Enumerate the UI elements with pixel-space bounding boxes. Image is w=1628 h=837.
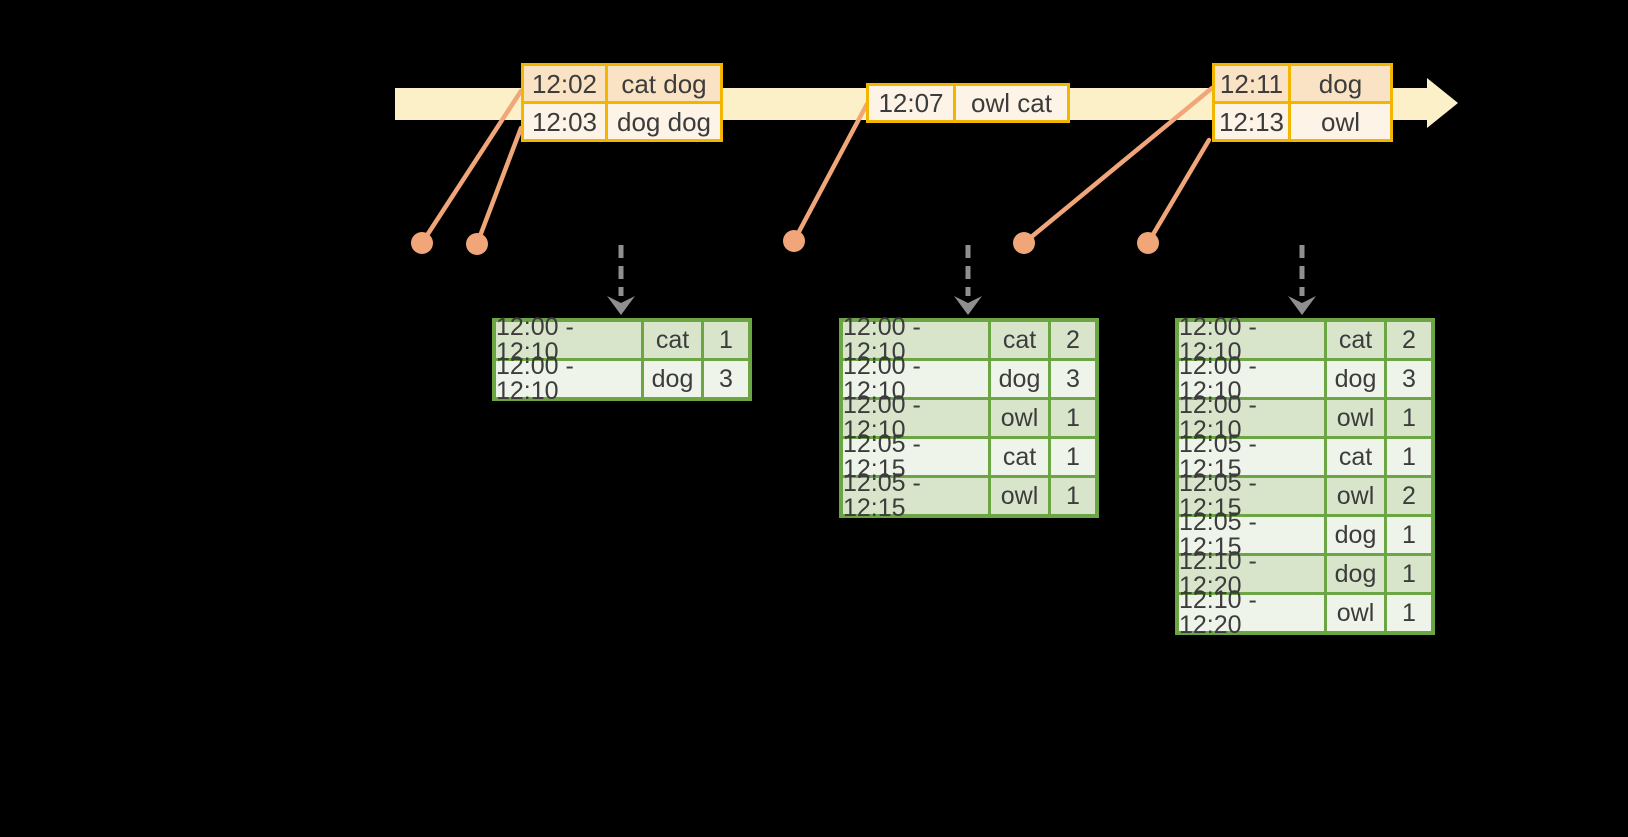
word-cell: dog	[1327, 361, 1384, 397]
event-time-cell: 12:13	[1215, 104, 1288, 139]
word-cell: dog	[644, 361, 701, 397]
event-connector-line	[474, 125, 524, 247]
window-cell: 12:00 - 12:10	[496, 354, 641, 404]
event-connector-line	[791, 101, 870, 244]
count-cell: 1	[704, 322, 748, 358]
count-cell: 1	[1387, 517, 1431, 553]
count-cell: 1	[1387, 400, 1431, 436]
window-cell: 12:00 - 12:10	[1179, 393, 1324, 443]
word-cell: cat	[644, 322, 701, 358]
event-words-cell: dog dog	[608, 104, 720, 139]
window-cell: 12:00 - 12:10	[843, 315, 988, 365]
trigger-arrow-icon	[1288, 245, 1316, 315]
window-cell: 12:10 - 12:20	[1179, 549, 1324, 599]
count-cell: 1	[1387, 595, 1431, 631]
event-words-cell: owl cat	[956, 86, 1067, 120]
count-cell: 1	[1051, 478, 1095, 514]
event-time-dot	[1137, 232, 1159, 254]
word-cell: cat	[1327, 322, 1384, 358]
word-cell: cat	[991, 322, 1048, 358]
event-words-cell: cat dog	[608, 66, 720, 101]
window-cell: 12:05 - 12:15	[843, 471, 988, 521]
event-connector-line	[1145, 137, 1212, 246]
count-cell: 3	[1051, 361, 1095, 397]
word-cell: cat	[991, 439, 1048, 475]
word-cell: owl	[1327, 478, 1384, 514]
event-time-dot	[783, 230, 805, 252]
window-cell: 12:00 - 12:10	[1179, 354, 1324, 404]
event-connector-line	[1021, 85, 1215, 246]
event-time-cell: 12:11	[1215, 66, 1288, 101]
word-cell: owl	[1327, 400, 1384, 436]
count-cell: 1	[1387, 556, 1431, 592]
word-cell: cat	[1327, 439, 1384, 475]
event-words-cell: owl	[1291, 104, 1390, 139]
event-time-dot	[1013, 232, 1035, 254]
word-cell: owl	[1327, 595, 1384, 631]
event-words-cell: dog	[1291, 66, 1390, 101]
timeline-arrowhead-icon	[1427, 78, 1458, 128]
event-time-dot	[411, 232, 433, 254]
event-time-cell: 12:07	[869, 86, 953, 120]
word-cell: dog	[1327, 517, 1384, 553]
count-cell: 2	[1387, 322, 1431, 358]
count-cell: 1	[1387, 439, 1431, 475]
count-cell: 1	[1051, 439, 1095, 475]
trigger-arrow-icon	[954, 245, 982, 315]
word-cell: dog	[1327, 556, 1384, 592]
word-cell: owl	[991, 478, 1048, 514]
trigger-arrow-icon	[607, 245, 635, 315]
event-time-cell: 12:03	[524, 104, 605, 139]
count-cell: 2	[1387, 478, 1431, 514]
count-cell: 3	[1387, 361, 1431, 397]
event-time-dot	[466, 233, 488, 255]
event-time-cell: 12:02	[524, 66, 605, 101]
count-cell: 3	[704, 361, 748, 397]
count-cell: 2	[1051, 322, 1095, 358]
event-connector-line	[419, 88, 524, 246]
word-cell: owl	[991, 400, 1048, 436]
window-cell: 12:10 - 12:20	[1179, 588, 1324, 638]
count-cell: 1	[1051, 400, 1095, 436]
word-cell: dog	[991, 361, 1048, 397]
